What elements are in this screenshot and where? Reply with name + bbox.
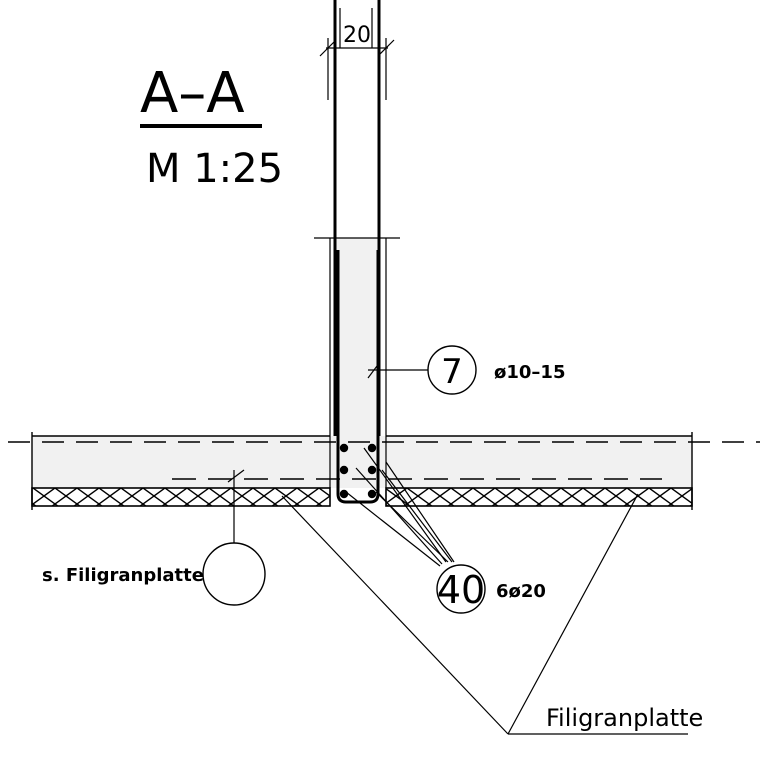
callout-40-spec: 6ø20 — [496, 581, 546, 602]
concrete-fill — [32, 238, 692, 488]
precast-plank-right — [385, 487, 693, 507]
wall-dimension — [319, 8, 395, 100]
callout-40-number: 40 — [437, 568, 485, 612]
callout-7-spec: ø10–15 — [494, 362, 565, 383]
precast-label-leaders — [281, 493, 688, 735]
slab-ref-note: s. Filigranplatte — [42, 565, 204, 586]
section-scale: M 1:25 — [146, 146, 283, 192]
dimension-label: 20 — [343, 23, 371, 48]
callout-7-circle — [427, 345, 477, 395]
callout-40-leaders — [345, 447, 455, 567]
callout-40-circle — [436, 564, 486, 614]
wall-upper — [333, 0, 381, 238]
callout-7-number: 7 — [441, 352, 463, 392]
section-title: A–A — [140, 61, 245, 126]
precast-label: Filigranplatte — [546, 704, 703, 732]
precast-plank-left — [31, 487, 331, 507]
slab-ref-circle — [202, 542, 266, 606]
